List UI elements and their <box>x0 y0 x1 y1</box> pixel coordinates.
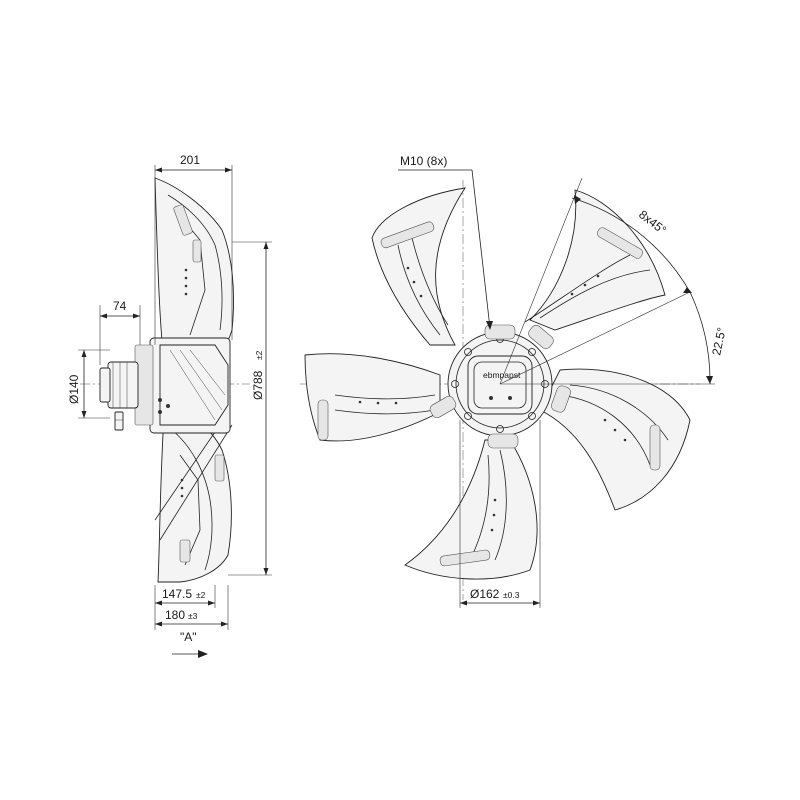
bolt-hole <box>451 380 459 388</box>
screw-spec-text: M10 (8x) <box>400 154 447 168</box>
dim-depth-b: 180 ±3 <box>155 608 228 627</box>
dim-shaft-offset: 74 <box>100 299 140 319</box>
bolt-hole <box>528 348 536 356</box>
hub-brand-label: ebmpapst <box>483 370 521 380</box>
dim-angle-offset: 22.5° <box>500 291 729 385</box>
dim-tol-788: ±2 <box>254 350 264 360</box>
bolt-hole <box>496 425 504 433</box>
dim-tol-180: ±3 <box>188 611 198 621</box>
dim-tol-162: ±0.3 <box>503 590 520 600</box>
bolt-hole <box>528 412 536 420</box>
side-blade-profile <box>154 177 234 583</box>
front-view: ebmpapst M10 (8x) <box>300 154 729 608</box>
dim-overall-depth: 201 <box>155 153 232 173</box>
dim-text-147: 147.5 <box>162 587 192 601</box>
side-view: 201 74 Ø140 Ø788 ±2 14 <box>67 153 272 658</box>
dim-text-8x45: 8x45° <box>636 207 669 237</box>
impeller-blades <box>304 187 691 580</box>
side-motor-body <box>99 337 231 434</box>
bolt-hole <box>464 412 472 420</box>
dim-text-162: Ø162 <box>470 587 500 601</box>
dim-depth-a: 147.5 ±2 <box>155 587 215 606</box>
callout-screw: M10 (8x) <box>398 154 493 330</box>
view-arrow-a: "A" <box>172 630 208 658</box>
dim-text-140: Ø140 <box>67 374 81 404</box>
dim-text-22-5: 22.5° <box>709 326 729 357</box>
bolt-hole <box>464 348 472 356</box>
view-label: "A" <box>180 630 197 644</box>
dim-tol-147: ±2 <box>196 590 206 600</box>
dim-text-74: 74 <box>113 299 127 313</box>
dim-flange-diameter: Ø162 ±0.3 <box>459 420 541 608</box>
dim-motor-diameter: Ø140 <box>67 350 87 418</box>
dim-text-788: Ø788 <box>251 370 265 400</box>
dim-fan-diameter: Ø788 ±2 <box>251 242 269 575</box>
dim-text-201: 201 <box>180 153 200 167</box>
dim-text-180: 180 <box>165 608 185 622</box>
